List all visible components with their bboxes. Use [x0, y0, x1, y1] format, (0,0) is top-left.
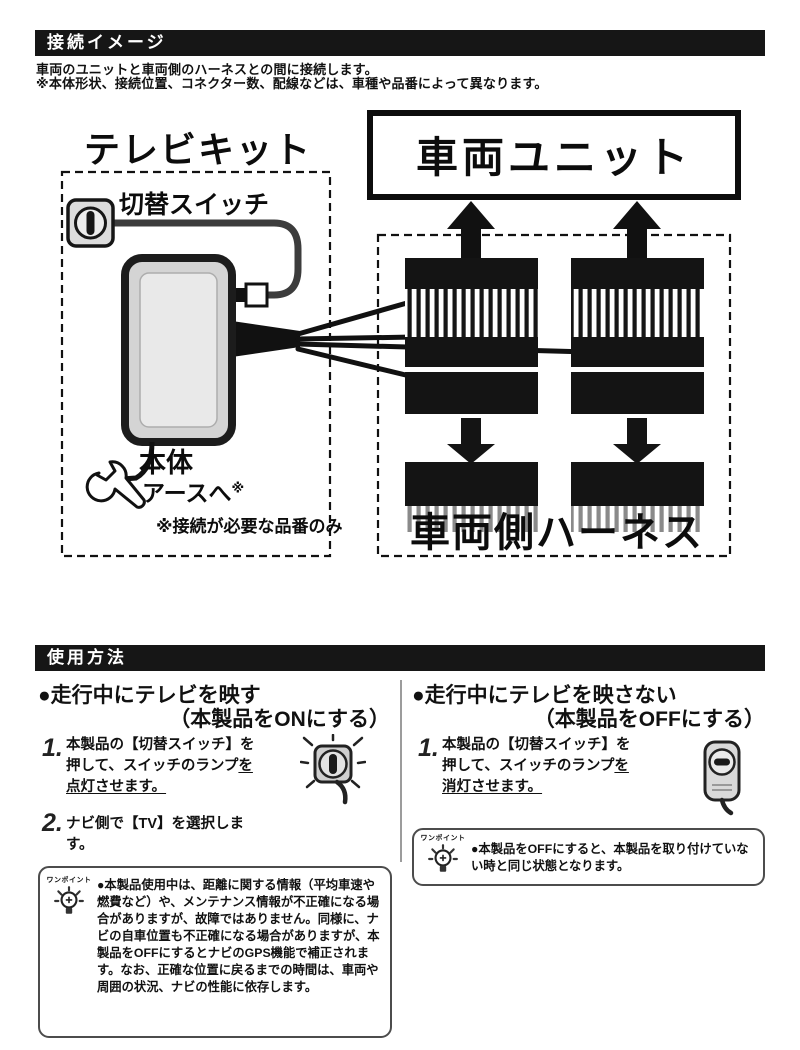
- switch-on-icon: [300, 734, 366, 805]
- tv-kit-title: テレビキット: [84, 129, 313, 170]
- usage-section-header: 使用方法: [35, 645, 765, 671]
- up-arrow-right: [613, 201, 661, 258]
- main-unit: [121, 254, 236, 446]
- right-step1-body: 本製品の【切替スイッチ】を押して、スイッチのランプ: [442, 737, 631, 774]
- connection-intro-line2: ※本体形状、接続位置、コネクター数、配線などは、車種や品番によって異なります。: [36, 76, 548, 91]
- right-note-box: ワンポイント ●本製品をOFFにすると、本製品を取り付けていない時と同じ状態とな…: [412, 828, 765, 886]
- harness-label: 車両側ハーネス: [410, 511, 704, 555]
- onepoint-icon: ワンポイント: [46, 877, 92, 922]
- column-divider: [400, 680, 402, 862]
- connector-column-right: [571, 258, 704, 532]
- right-step1-number: 1.: [418, 734, 439, 762]
- right-step1-text: 本製品の【切替スイッチ】を押して、スイッチのランプを消灯させます。: [442, 735, 642, 798]
- onepoint-icon: ワンポイント: [420, 835, 466, 880]
- connection-intro-line1: 車両のユニットと車両側のハーネスとの間に接続します。: [36, 62, 378, 77]
- left-step1-text: 本製品の【切替スイッチ】を押して、スイッチのランプを点灯させます。: [66, 735, 266, 798]
- switch-off-icon: [703, 740, 741, 816]
- ground-ref-mark: ※: [231, 480, 245, 496]
- harness-dashed-box: [376, 233, 732, 558]
- usage-right-title: ●走行中にテレビを映さない: [412, 684, 677, 707]
- onepoint-label: ワンポイント: [420, 835, 466, 842]
- switch-label: 切替スイッチ: [119, 191, 270, 219]
- right-step1-emphasis: を消灯させます。: [442, 758, 629, 795]
- usage-right-subtitle: （本製品をOFFにする）: [533, 708, 765, 731]
- connector-column-left: [405, 258, 538, 532]
- usage-left-title: ●走行中にテレビを映す: [38, 684, 261, 707]
- left-step2-text: ナビ側で【TV】を選択します。: [66, 816, 245, 853]
- right-note-text: ●本製品をOFFにすると、本製品を取り付けていない時と同じ状態となります。: [471, 841, 749, 873]
- up-arrow-left: [447, 201, 495, 258]
- vehicle-unit-box: [367, 110, 741, 200]
- left-step1-emphasis: を点灯させます。: [66, 758, 253, 795]
- left-step1-number: 1.: [42, 734, 63, 762]
- ground-label-text: アースへ: [142, 480, 232, 506]
- left-note-text: ●本製品使用中は、距離に関する情報（平均車速や燃費など）や、メンテナンス情報が不…: [97, 878, 380, 994]
- ground-label: アースへ※: [142, 474, 244, 508]
- lightbulb-icon: [54, 886, 84, 914]
- main-unit-label: 本体: [139, 448, 193, 478]
- ground-wire: [122, 441, 155, 482]
- usage-header-label: 使用方法: [47, 648, 127, 667]
- cable-connector: [232, 282, 269, 308]
- vehicle-unit-label: 車両ユニット: [415, 133, 692, 181]
- usage-left-subtitle: （本製品をONにする）: [169, 708, 390, 731]
- ground-note: ※接続が必要な品番のみ: [156, 517, 343, 536]
- connection-header-label: 接続イメージ: [47, 33, 167, 52]
- connection-section-header: 接続イメージ: [35, 30, 765, 56]
- lightbulb-icon: [428, 844, 458, 872]
- left-note-box: ワンポイント ●本製品使用中は、距離に関する情報（平均車速や燃費など）や、メンテ…: [38, 866, 392, 1038]
- left-step1-body: 本製品の【切替スイッチ】を押して、スイッチのランプ: [66, 737, 255, 774]
- wrench-icon: [85, 460, 146, 509]
- toggle-switch-icon: [66, 198, 115, 248]
- left-step2-number: 2.: [42, 809, 63, 837]
- tvkit-dashed-box: [60, 170, 332, 558]
- connection-diagram: [60, 110, 741, 558]
- switch-cable: [112, 219, 302, 299]
- onepoint-label: ワンポイント: [46, 877, 92, 884]
